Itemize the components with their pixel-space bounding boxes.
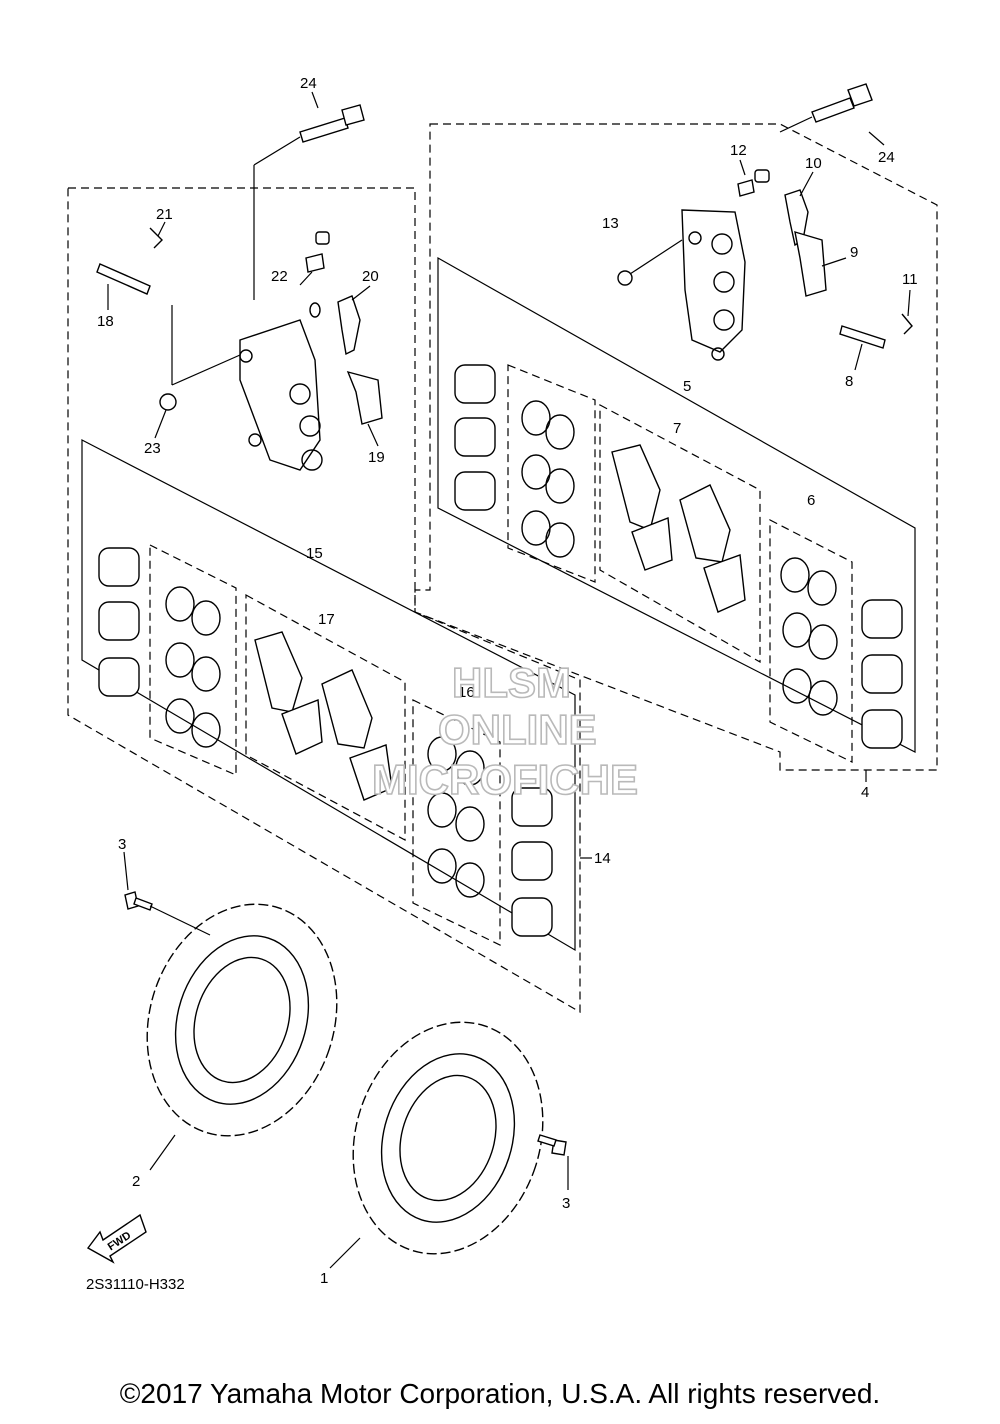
disc-bolt-left bbox=[123, 851, 211, 936]
right-caliper-bolt bbox=[779, 83, 873, 133]
callout-19: 19 bbox=[368, 449, 385, 466]
callout-21: 21 bbox=[156, 206, 173, 223]
callout-14: 14 bbox=[594, 850, 611, 867]
brake-disc-right bbox=[352, 1021, 544, 1255]
pad-support-left bbox=[346, 370, 383, 425]
bleeder-screw-right bbox=[737, 169, 770, 197]
seals-right-b bbox=[780, 557, 838, 716]
disc-bolt-right bbox=[537, 1134, 569, 1190]
pistons-right-b bbox=[861, 599, 903, 749]
drawing-reference-number: 2S31110-H332 bbox=[86, 1276, 185, 1293]
seals-left-a bbox=[165, 586, 221, 748]
pad-pin-right bbox=[839, 313, 913, 349]
pad-pin-left bbox=[96, 227, 163, 295]
callout-labels: 24 24 12 10 13 9 11 8 5 7 6 4 21 22 20 1… bbox=[97, 75, 918, 1287]
callout-15: 15 bbox=[306, 545, 323, 562]
pistons-left-b bbox=[511, 787, 553, 937]
watermark-line-2: ONLINE bbox=[438, 706, 597, 753]
callout-6: 6 bbox=[807, 492, 815, 509]
pad-spring-left bbox=[337, 295, 361, 356]
bleeder-screw-left bbox=[305, 231, 330, 318]
callout-16: 16 bbox=[458, 684, 475, 701]
callout-18: 18 bbox=[97, 313, 114, 330]
callout-23: 23 bbox=[144, 440, 161, 457]
brake-disc-left bbox=[146, 903, 338, 1137]
left-caliper-assembly bbox=[67, 91, 592, 1014]
pistons-right-a bbox=[454, 364, 496, 511]
left-caliper-body bbox=[239, 319, 323, 471]
callout-24-left: 24 bbox=[300, 75, 317, 92]
copyright-notice: ©2017 Yamaha Motor Corporation, U.S.A. A… bbox=[119, 1378, 881, 1409]
callout-13: 13 bbox=[602, 215, 619, 232]
watermark-line-3: MICROFICHE bbox=[372, 756, 638, 803]
watermark-line-1: HLSM bbox=[452, 659, 571, 706]
callout-3-right: 3 bbox=[562, 1195, 570, 1212]
callout-24-right: 24 bbox=[878, 149, 895, 166]
seals-right-a bbox=[521, 400, 575, 558]
brake-pads-right bbox=[611, 444, 746, 613]
seals-left-b bbox=[427, 736, 485, 898]
callout-12: 12 bbox=[730, 142, 747, 159]
left-caliper-bolt bbox=[253, 104, 365, 300]
plug-right bbox=[617, 270, 633, 286]
callout-22: 22 bbox=[271, 268, 288, 285]
pad-support-right bbox=[794, 231, 827, 297]
callout-5: 5 bbox=[683, 378, 691, 395]
callout-8: 8 bbox=[845, 373, 853, 390]
right-caliper-assembly bbox=[414, 83, 938, 782]
callout-17: 17 bbox=[318, 611, 335, 628]
watermark: HLSM ONLINE MICROFICHE bbox=[371, 658, 639, 804]
forward-direction-arrow: FWD bbox=[86, 1213, 147, 1264]
callout-10: 10 bbox=[805, 155, 822, 172]
callout-9: 9 bbox=[850, 244, 858, 261]
callout-2: 2 bbox=[132, 1173, 140, 1190]
callout-20: 20 bbox=[362, 268, 379, 285]
callout-7: 7 bbox=[673, 420, 681, 437]
pistons-left-a bbox=[98, 547, 140, 697]
right-caliper-body bbox=[681, 209, 746, 361]
callout-4: 4 bbox=[861, 784, 869, 801]
callout-11: 11 bbox=[902, 271, 918, 288]
callout-3-left: 3 bbox=[118, 836, 126, 853]
brake-pads-left bbox=[254, 631, 393, 801]
plug-left bbox=[159, 393, 177, 411]
callout-1: 1 bbox=[320, 1270, 328, 1287]
